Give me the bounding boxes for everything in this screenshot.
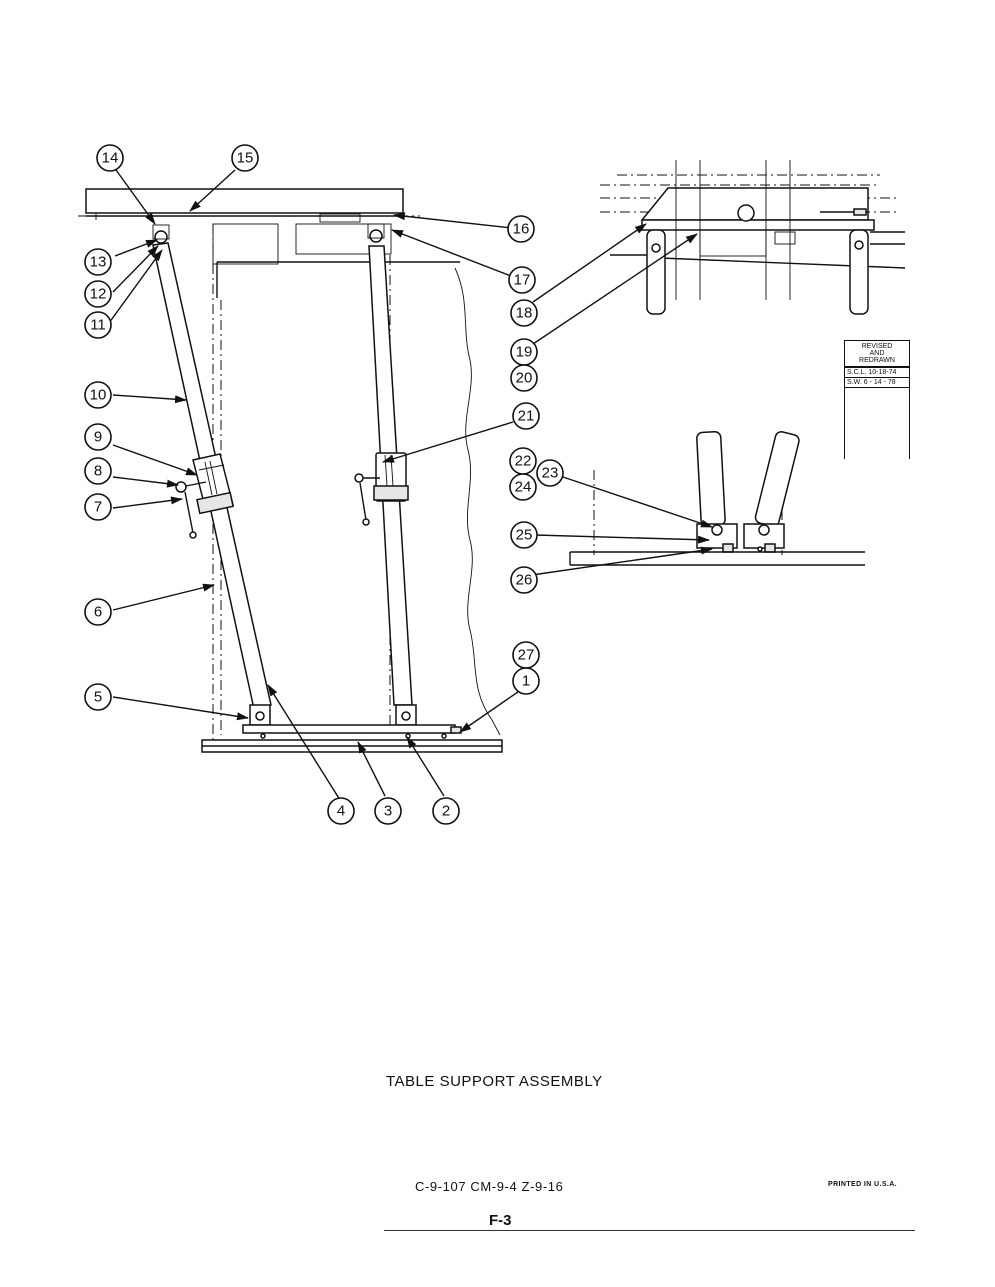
callout-16: 16: [507, 215, 535, 243]
callout-23: 23: [536, 459, 564, 487]
svg-text:12: 12: [90, 286, 107, 303]
callout-13: 13: [84, 248, 112, 276]
drawing-numbers: C-9-107 CM-9-4 Z-9-16: [415, 1179, 564, 1194]
svg-text:20: 20: [516, 370, 533, 387]
callout-14: 14: [96, 144, 124, 172]
callout-22: 22: [509, 447, 537, 475]
callout-12: 12: [84, 280, 112, 308]
svg-text:24: 24: [515, 479, 532, 496]
svg-text:4: 4: [337, 803, 345, 820]
callout-15: 15: [231, 144, 259, 172]
bottom-detail-view: [569, 430, 865, 566]
svg-text:16: 16: [513, 221, 530, 238]
callout-24: 24: [509, 473, 537, 501]
svg-text:27: 27: [518, 647, 535, 664]
callout-11: 11: [84, 311, 112, 339]
callout-1: 1: [512, 667, 540, 695]
callout-5: 5: [84, 683, 112, 711]
svg-text:23: 23: [542, 465, 559, 482]
svg-text:9: 9: [94, 429, 102, 446]
svg-text:17: 17: [514, 272, 531, 289]
callout-26: 26: [510, 566, 538, 594]
svg-text:21: 21: [518, 408, 535, 425]
svg-text:14: 14: [102, 150, 119, 167]
callout-21: 21: [512, 402, 540, 430]
svg-text:13: 13: [90, 254, 107, 271]
revision-block: REVISED AND REDRAWN S.C.L. 10-18-74 S.W.…: [844, 340, 910, 459]
svg-text:22: 22: [515, 453, 532, 470]
svg-text:25: 25: [516, 527, 533, 544]
svg-text:26: 26: [516, 572, 533, 589]
revision-entry: S.W. 6 - 14 - 78: [845, 378, 909, 388]
main-assembly-view: [78, 188, 503, 753]
callout-6: 6: [84, 598, 112, 626]
printed-note: PRINTED IN U.S.A.: [828, 1181, 898, 1188]
callout-4: 4: [327, 797, 355, 825]
drawing-title: TABLE SUPPORT ASSEMBLY: [386, 1073, 603, 1090]
callout-25: 25: [510, 521, 538, 549]
svg-text:5: 5: [94, 689, 102, 706]
callout-19: 19: [510, 338, 538, 366]
part-callouts: 14 15 16 17 13 12 11 10 9 8 7 6 5 4 3 2 …: [84, 144, 564, 825]
callout-20: 20: [510, 364, 538, 392]
page-number: F-3: [489, 1212, 512, 1229]
svg-text:19: 19: [516, 344, 533, 361]
callout-17: 17: [508, 266, 536, 294]
callout-7: 7: [84, 493, 112, 521]
revision-heading: REVISED AND REDRAWN: [845, 341, 909, 368]
svg-text:7: 7: [94, 499, 102, 516]
callout-8: 8: [84, 457, 112, 485]
footer-rule: [384, 1230, 915, 1231]
svg-text:8: 8: [94, 463, 102, 480]
svg-text:6: 6: [94, 604, 102, 621]
svg-text:2: 2: [442, 803, 450, 820]
callout-10: 10: [84, 381, 112, 409]
callout-18: 18: [510, 299, 538, 327]
leader-arrows: [108, 169, 713, 801]
callout-27: 27: [512, 641, 540, 669]
svg-text:18: 18: [516, 305, 533, 322]
callout-2: 2: [432, 797, 460, 825]
svg-text:3: 3: [384, 803, 392, 820]
callout-9: 9: [84, 423, 112, 451]
callout-3: 3: [374, 797, 402, 825]
revision-entry: S.C.L. 10-18-74: [845, 368, 909, 378]
svg-text:15: 15: [237, 150, 254, 167]
svg-text:10: 10: [90, 387, 107, 404]
svg-text:1: 1: [522, 673, 530, 690]
svg-text:11: 11: [90, 317, 106, 334]
top-detail-view: [600, 160, 906, 315]
